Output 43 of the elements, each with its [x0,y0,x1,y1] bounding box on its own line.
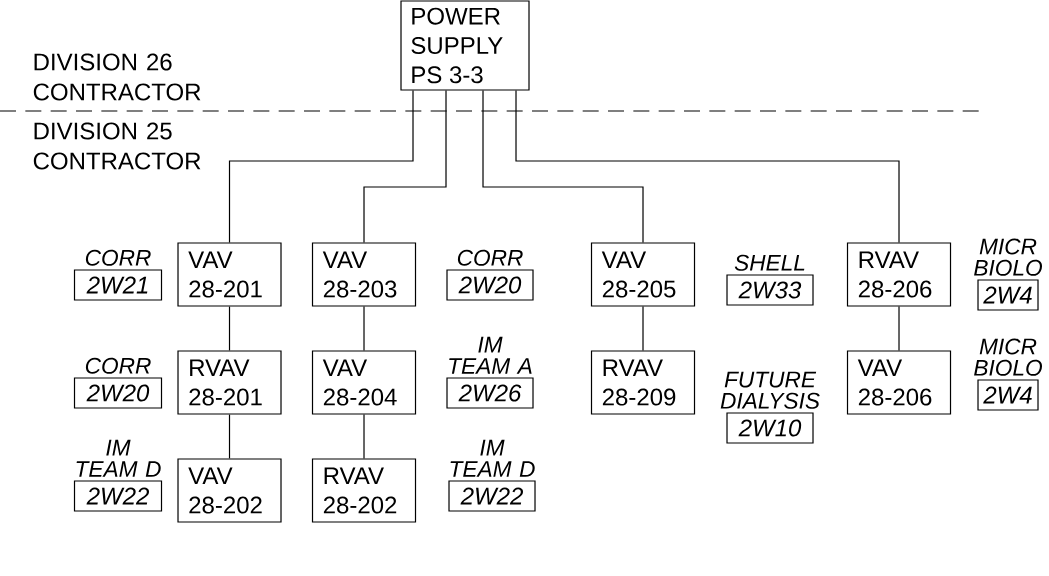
room-name: CORR [85,357,151,374]
vav-box: RVAV 28-206 [846,242,952,307]
room-name: IM TEAM D [76,439,161,477]
vav-box: RVAV 28-209 [590,350,696,415]
room-name: IM TEAM D [450,439,535,477]
room-tag: 2W4 [977,279,1039,311]
connector-line [228,414,231,459]
room-tag: 2W26 [446,377,534,409]
room-tag: 2W20 [73,377,163,409]
room-tag: 2W4 [977,379,1039,411]
room-name: MICR BIOLO [974,238,1043,276]
room-tag: 2W22 [73,480,163,512]
room-name: FUTURE DIALYSIS [720,371,820,409]
connector-line [228,306,231,351]
room-tag: 2W33 [726,274,814,306]
room-name: IM TEAM A [449,336,532,374]
vav-box: VAV 28-202 [177,458,282,523]
room-tag: 2W21 [73,269,163,301]
connector-line [363,414,365,459]
division-label: DIVISION 26 CONTRACTOR [33,53,201,101]
vav-box: VAV 28-203 [311,242,417,307]
room-name: SHELL [734,254,805,271]
room-tag: 2W20 [446,269,534,301]
room-tag: 2W10 [726,412,814,444]
connector-line [228,90,414,243]
vav-box: RVAV 28-202 [311,458,417,523]
power-supply-box: POWER SUPPLY PS 3-3 [400,0,530,91]
room-name: CORR [85,249,151,266]
connector-line [363,90,447,243]
connector-line [363,306,365,351]
connector-line [515,90,900,243]
vav-box: VAV 28-206 [846,350,952,415]
room-tag: 2W22 [448,480,536,512]
vav-box: VAV 28-201 [177,242,282,307]
connector-line [482,90,644,243]
vav-box: VAV 28-204 [311,350,417,415]
connector-line [642,306,644,351]
connector-line [898,306,900,351]
division-label: DIVISION 25 CONTRACTOR [33,122,201,170]
vav-box: VAV 28-205 [590,242,696,307]
room-name: MICR BIOLO [974,338,1043,376]
vav-box: RVAV 28-201 [177,350,282,415]
room-name: CORR [457,249,523,266]
